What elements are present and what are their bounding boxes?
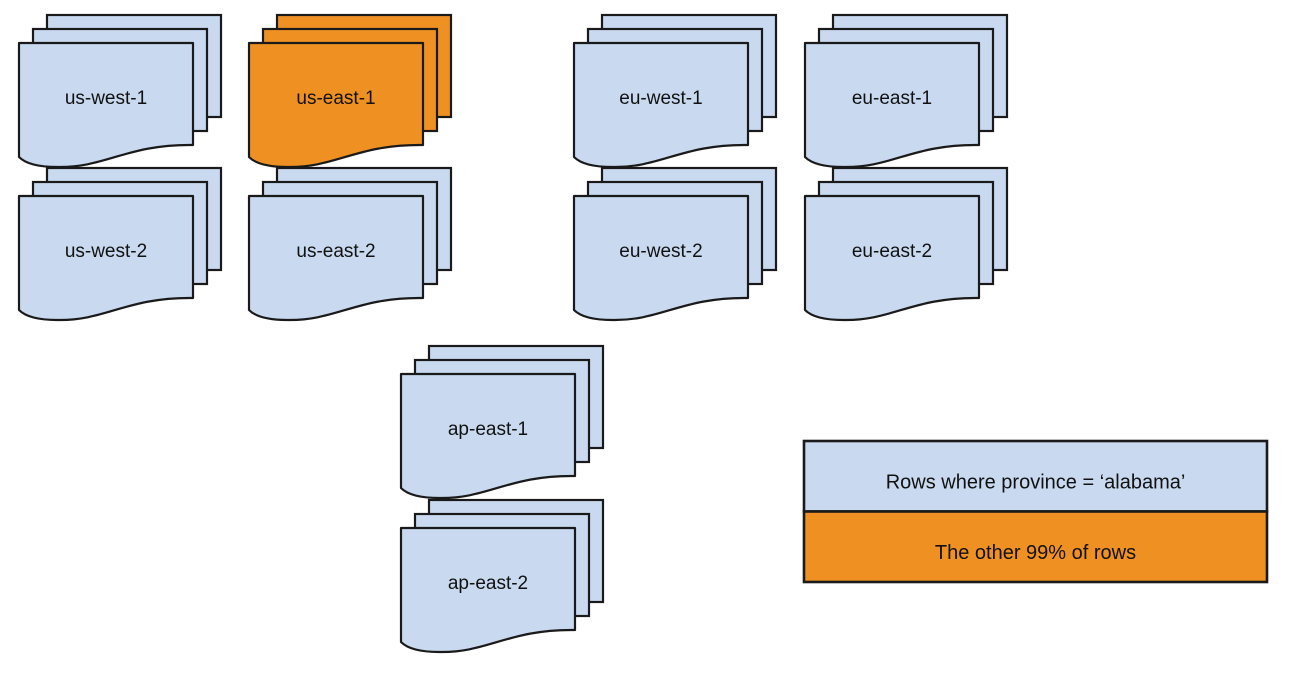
sheet-front [247, 41, 425, 169]
sheet-front [247, 194, 425, 322]
region-stack-label: ap-east-1 [448, 419, 528, 440]
region-stack-us-west-2[interactable]: us-west-2 [17, 166, 223, 322]
region-stack-us-west-1[interactable]: us-west-1 [17, 13, 223, 169]
region-stack-label: us-east-2 [296, 241, 375, 262]
region-stack-label: eu-west-2 [619, 241, 702, 262]
region-stack-eu-west-2[interactable]: eu-west-2 [572, 166, 778, 322]
sheet-front [399, 526, 577, 654]
stacks-layer: us-west-1 us-west-2 us-east-1 us-east-2 eu-w… [17, 13, 1009, 654]
legend-label: Rows where province = ‘alabama’ [886, 472, 1186, 494]
sheet-front [399, 372, 577, 500]
region-stack-label: eu-east-2 [852, 241, 932, 262]
sheet-front [803, 41, 981, 169]
legend-label: The other 99% of rows [935, 542, 1136, 564]
sheet-front [803, 194, 981, 322]
region-stack-label: eu-west-1 [619, 88, 702, 109]
region-stack-ap-east-1[interactable]: ap-east-1 [399, 344, 605, 500]
legend: Rows where province = ‘alabama’ The other… [802, 439, 1269, 584]
region-stack-us-east-1[interactable]: us-east-1 [247, 13, 453, 169]
sheet-front [17, 41, 195, 169]
region-stack-eu-west-1[interactable]: eu-west-1 [572, 13, 778, 169]
region-stack-label: eu-east-1 [852, 88, 932, 109]
legend-other[interactable]: The other 99% of rows [802, 510, 1269, 584]
legend-swatch [802, 510, 1269, 584]
region-stack-label: us-west-1 [65, 88, 147, 109]
sheet-front [572, 194, 750, 322]
region-stack-label: ap-east-2 [448, 573, 528, 594]
region-stack-ap-east-2[interactable]: ap-east-2 [399, 498, 605, 654]
legend-swatch [802, 439, 1269, 513]
region-stack-label: us-west-2 [65, 241, 147, 262]
sheet-front [17, 194, 195, 322]
region-stack-label: us-east-1 [296, 88, 375, 109]
sheet-front [572, 41, 750, 169]
legend-selected[interactable]: Rows where province = ‘alabama’ [802, 439, 1269, 513]
region-stack-eu-east-2[interactable]: eu-east-2 [803, 166, 1009, 322]
region-stack-us-east-2[interactable]: us-east-2 [247, 166, 453, 322]
region-stack-eu-east-1[interactable]: eu-east-1 [803, 13, 1009, 169]
